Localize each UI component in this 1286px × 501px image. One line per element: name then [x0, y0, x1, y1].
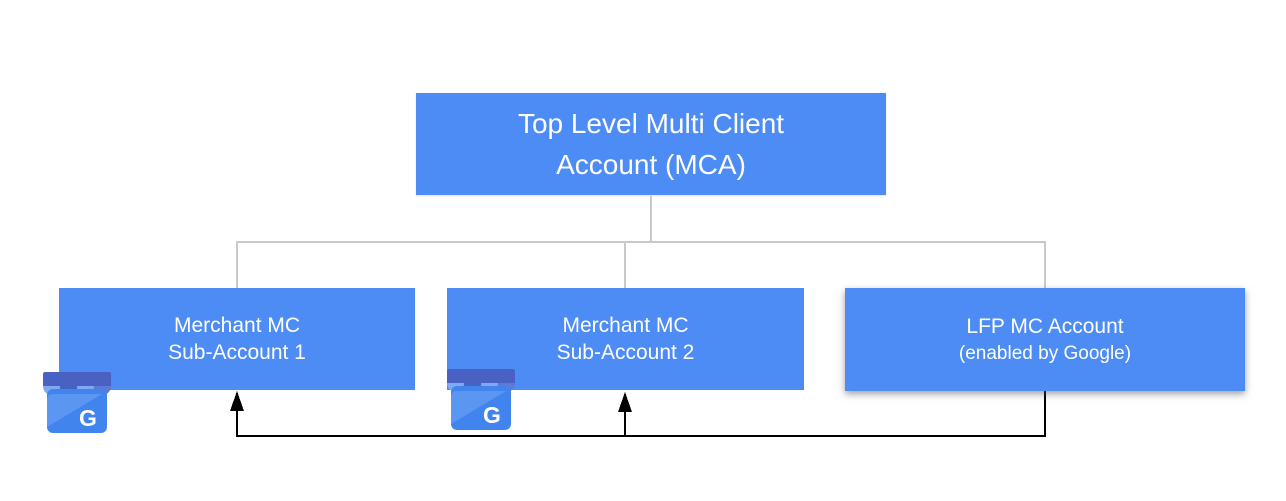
- sub-account-2-label-line2: Sub-Account 2: [556, 341, 695, 364]
- google-business-icon: G: [447, 369, 515, 430]
- arrowhead-to-sub2: [618, 392, 632, 412]
- root-mca-box: Top Level Multi Client Account (MCA): [416, 93, 886, 195]
- arrowhead-to-sub1: [230, 391, 244, 411]
- sub-account-1-label-line2: Sub-Account 1: [168, 341, 306, 364]
- root-mca-label-line2: Account (MCA): [556, 149, 746, 180]
- lfp-account-label-line1: LFP MC Account: [966, 314, 1124, 338]
- lfp-account-label-line2: (enabled by Google): [958, 342, 1132, 364]
- google-business-icon: G: [43, 372, 111, 433]
- flow-arrow-lines: [236, 391, 1046, 437]
- svg-text:G: G: [79, 405, 97, 431]
- root-mca-label-line1: Top Level Multi Client: [517, 108, 785, 139]
- tree-connector-lines: [236, 196, 1046, 289]
- svg-text:G: G: [483, 402, 501, 428]
- sub-account-1-label-line1: Merchant MC: [173, 314, 301, 337]
- lfp-account-box: LFP MC Account (enabled by Google): [845, 288, 1245, 391]
- sub-account-2-label-line1: Merchant MC: [562, 314, 689, 337]
- sub-account-1-box: Merchant MC Sub-Account 1: [59, 288, 415, 390]
